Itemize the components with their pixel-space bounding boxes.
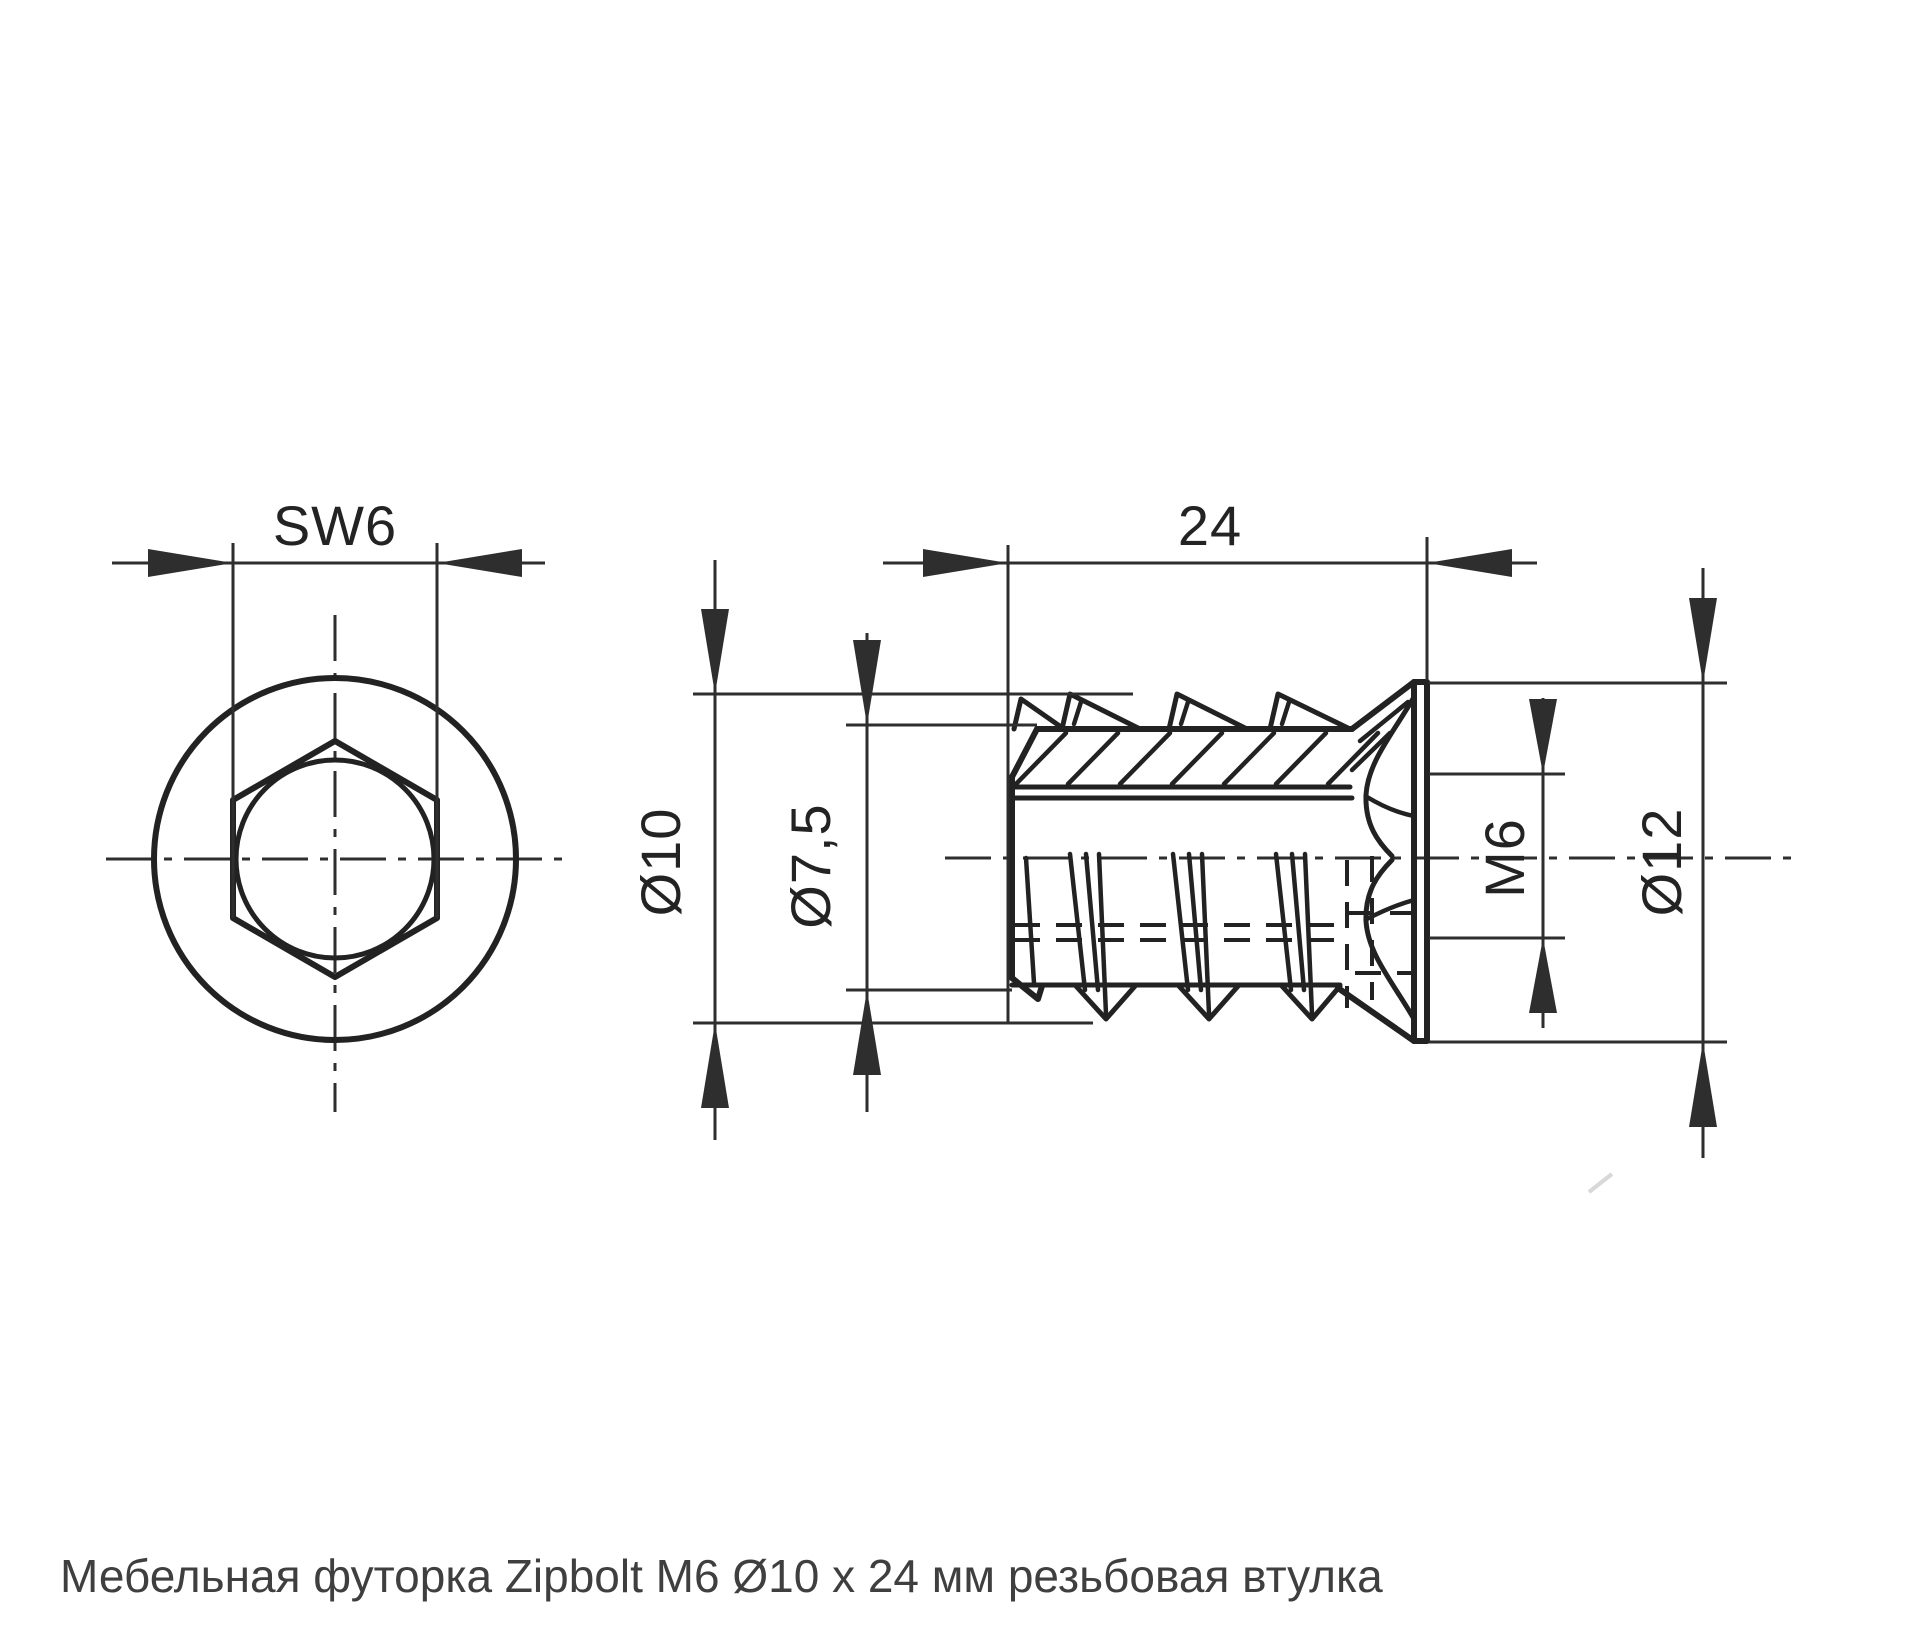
- caption-text: Мебельная футорка Zipbolt M6 Ø10 x 24 мм…: [60, 1550, 1383, 1602]
- sw6-label: SW6: [273, 494, 397, 557]
- flange-fillet-curves: [1363, 694, 1417, 1022]
- bottom-thread-teeth: [1072, 982, 1343, 1022]
- tooth-2-edge: [1178, 699, 1191, 727]
- dimension-d75: Ø7,5: [779, 633, 1037, 1112]
- d10-arrow-top: [701, 609, 729, 694]
- flange-cone-top: [1349, 679, 1417, 732]
- thread-band-hatch: [1013, 730, 1393, 787]
- d12-label: Ø12: [1630, 808, 1693, 917]
- d75-label: Ø7,5: [779, 803, 842, 928]
- artifact-mark: [1587, 1172, 1614, 1194]
- bottom-left-chamfer: [1009, 975, 1045, 1002]
- tooth-2: [1166, 691, 1250, 732]
- d10-arrow-bottom: [701, 1023, 729, 1108]
- dimension-d10: Ø10: [629, 560, 1133, 1140]
- d10-label: Ø10: [629, 808, 692, 917]
- hidden-lines: [1014, 856, 1414, 1008]
- bottom-tooth-1: [1072, 982, 1139, 1022]
- internal-thread-lines: [1023, 851, 1315, 1017]
- len-label: 24: [1178, 494, 1242, 557]
- d75-arrow-top: [853, 640, 881, 725]
- dimension-m6: M6: [1429, 698, 1565, 1028]
- dimension-d12: Ø12: [1429, 568, 1727, 1158]
- m6-arrow-bottom: [1529, 938, 1557, 1013]
- tooth-3: [1267, 691, 1353, 732]
- d12-arrow-top: [1689, 598, 1717, 683]
- front-inner-circle: [233, 757, 437, 961]
- tooth-3-edge: [1279, 699, 1292, 727]
- len-arrow-right: [1427, 549, 1512, 577]
- len-arrow-left: [923, 549, 1008, 577]
- bottom-tooth-2: [1175, 982, 1242, 1022]
- bottom-tooth-3: [1278, 982, 1343, 1022]
- tooth-partial: [1011, 696, 1067, 732]
- top-left-chamfer: [1009, 726, 1040, 780]
- flange-cone-bottom: [1335, 985, 1417, 1044]
- d75-arrow-bottom: [853, 990, 881, 1075]
- flange-cone-top-inner: [1357, 699, 1411, 744]
- sw6-arrow-right: [437, 549, 522, 577]
- front-outer-circle: [151, 675, 519, 1043]
- dimension-24: 24: [883, 494, 1537, 1023]
- dimension-sw6: SW6: [112, 494, 545, 918]
- d12-arrow-bottom: [1689, 1042, 1717, 1127]
- top-thread-teeth: [1011, 691, 1353, 732]
- sw6-arrow-left: [148, 549, 233, 577]
- m6-arrow-top: [1529, 699, 1557, 774]
- front-view: [106, 615, 566, 1112]
- side-view: [945, 679, 1795, 1044]
- flange-face: [1411, 679, 1430, 1044]
- tooth-1-edge: [1071, 699, 1084, 727]
- m6-label: M6: [1473, 818, 1536, 898]
